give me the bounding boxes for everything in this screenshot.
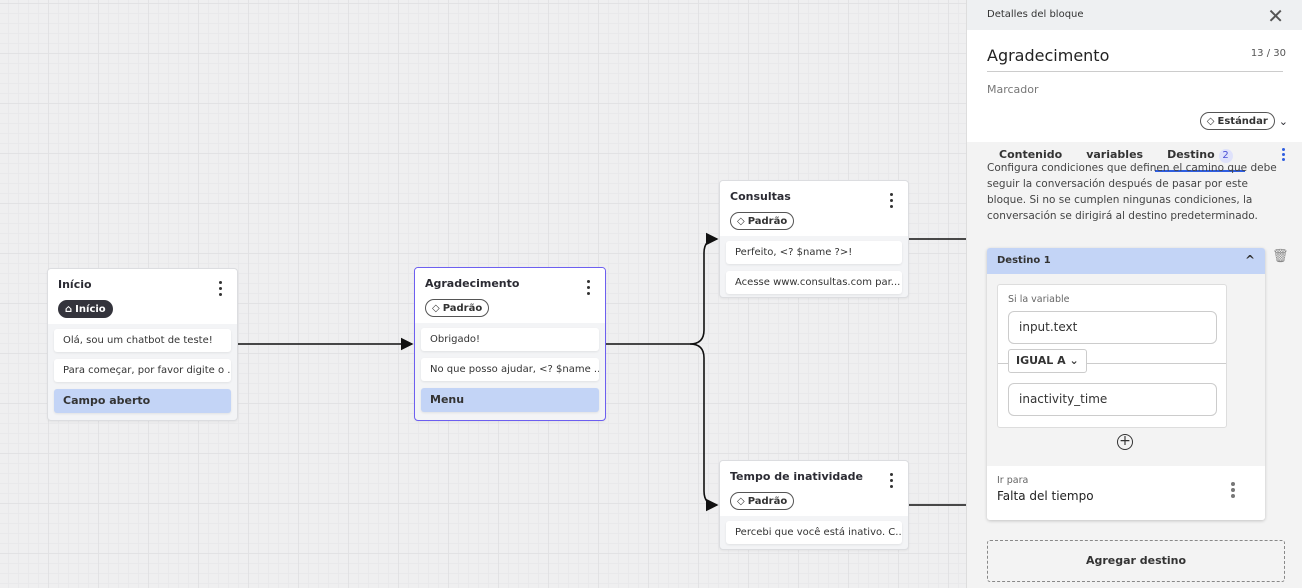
divider: [998, 363, 1226, 364]
edge-agradecimento-consultas: [606, 232, 719, 345]
block-name-input[interactable]: Agradecimento: [987, 46, 1283, 72]
tab-variables[interactable]: variables: [1086, 148, 1144, 161]
char-count: 13 / 30: [1250, 48, 1286, 59]
operator-value: IGUAL A: [1016, 354, 1066, 367]
more-icon[interactable]: [1231, 482, 1235, 498]
goto-label: Ir para: [997, 475, 1029, 486]
destination-card: Destino 1 ^ Si la variable input.text IG…: [987, 248, 1265, 520]
count-badge: 2: [1218, 149, 1233, 163]
tag-badge: ◇Padrão: [425, 299, 490, 317]
message-item[interactable]: Obrigado!: [421, 328, 599, 351]
node-title: Agradecimento: [425, 277, 520, 290]
input-item[interactable]: Menu: [421, 388, 599, 412]
goto-value: Falta del tiempo: [997, 489, 1094, 503]
message-item[interactable]: Acesse www.consultas.com par...: [726, 271, 902, 294]
panel-header: Detalles del bloque ✕: [967, 0, 1302, 30]
variable-input[interactable]: input.text: [1008, 311, 1217, 344]
node-consultas[interactable]: Consultas ◇Padrão Perfeito, <? $name ?>!…: [719, 180, 909, 298]
tag-icon: ◇: [432, 302, 440, 314]
marker-value: Estándar: [1217, 115, 1268, 127]
message-item[interactable]: No que posso ajudar, <? $name ...: [421, 358, 599, 381]
tag-label: Padrão: [747, 495, 788, 507]
condition-box: Si la variable input.text IGUAL A ⌄ inac…: [997, 284, 1227, 428]
input-item[interactable]: Campo aberto: [54, 389, 231, 413]
marker-tag: ◇Estándar: [1199, 112, 1275, 130]
tag-icon: ◇: [1206, 115, 1215, 127]
home-icon: ⌂: [65, 303, 73, 315]
operator-select[interactable]: IGUAL A ⌄: [1008, 349, 1087, 373]
more-icon[interactable]: [585, 280, 591, 298]
more-icon[interactable]: [1282, 148, 1286, 161]
node-title: Tempo de inatividade: [730, 470, 864, 483]
condition-label: Si la variable: [1008, 294, 1070, 305]
block-details-panel: Detalles del bloque ✕ Agradecimento 13 /…: [966, 0, 1302, 588]
more-icon[interactable]: [888, 473, 894, 491]
node-tempo-de-inatividade[interactable]: Tempo de inatividade ◇Padrão Percebi que…: [719, 460, 909, 550]
tag-badge: ◇Padrão: [730, 212, 795, 230]
node-title: Consultas: [730, 190, 791, 203]
more-icon[interactable]: [888, 193, 894, 211]
chevron-up-icon[interactable]: ^: [1244, 253, 1255, 267]
tag-icon: ◇: [737, 495, 745, 507]
message-item[interactable]: Perfeito, <? $name ?>!: [726, 241, 902, 264]
tag-label: Início: [75, 303, 106, 315]
tag-label: Padrão: [442, 302, 483, 314]
add-condition-icon[interactable]: +: [1117, 434, 1133, 450]
close-icon[interactable]: ✕: [1267, 4, 1284, 28]
chevron-down-icon: ⌄: [1069, 354, 1079, 367]
marker-label: Marcador: [987, 83, 1039, 96]
message-item[interactable]: Para começar, por favor digite o ...: [54, 359, 231, 382]
value-input[interactable]: inactivity_time: [1008, 383, 1217, 416]
node-agradecimento[interactable]: Agradecimento ◇Padrão Obrigado! No que p…: [414, 267, 606, 421]
flow-canvas[interactable]: Início ⌂Início Olá, sou um chatbot de te…: [0, 0, 966, 588]
node-inicio[interactable]: Início ⌂Início Olá, sou um chatbot de te…: [47, 268, 238, 421]
destination-header[interactable]: Destino 1 ^: [987, 248, 1265, 274]
tab-label: Destino: [1167, 148, 1215, 161]
trash-icon[interactable]: 🗑: [1272, 249, 1289, 264]
chevron-down-icon[interactable]: ⌄: [1278, 114, 1288, 128]
message-item[interactable]: Olá, sou um chatbot de teste!: [54, 329, 231, 352]
add-destination-button[interactable]: Agregar destino: [987, 540, 1285, 582]
destination-title: Destino 1: [997, 255, 1051, 266]
marker-select[interactable]: ◇Estándar ⌄: [1199, 112, 1288, 130]
message-item[interactable]: Percebi que você está inativo. C...: [726, 521, 902, 544]
tag-badge: ◇Padrão: [730, 492, 795, 510]
tab-destino[interactable]: Destino 2: [1155, 140, 1245, 172]
goto-section[interactable]: Ir para Falta del tiempo: [987, 466, 1265, 520]
tab-contenido[interactable]: Contenido: [999, 148, 1063, 161]
start-tag: ⌂Início: [58, 300, 113, 318]
tag-label: Padrão: [747, 215, 788, 227]
edges: [238, 232, 966, 512]
edge-agradecimento-tempo: [689, 343, 719, 512]
panel-title: Detalles del bloque: [987, 9, 1084, 20]
node-title: Início: [58, 278, 92, 291]
tag-icon: ◇: [737, 215, 745, 227]
more-icon[interactable]: [217, 281, 223, 299]
destination-description: Configura condiciones que definen el cam…: [987, 162, 1277, 222]
